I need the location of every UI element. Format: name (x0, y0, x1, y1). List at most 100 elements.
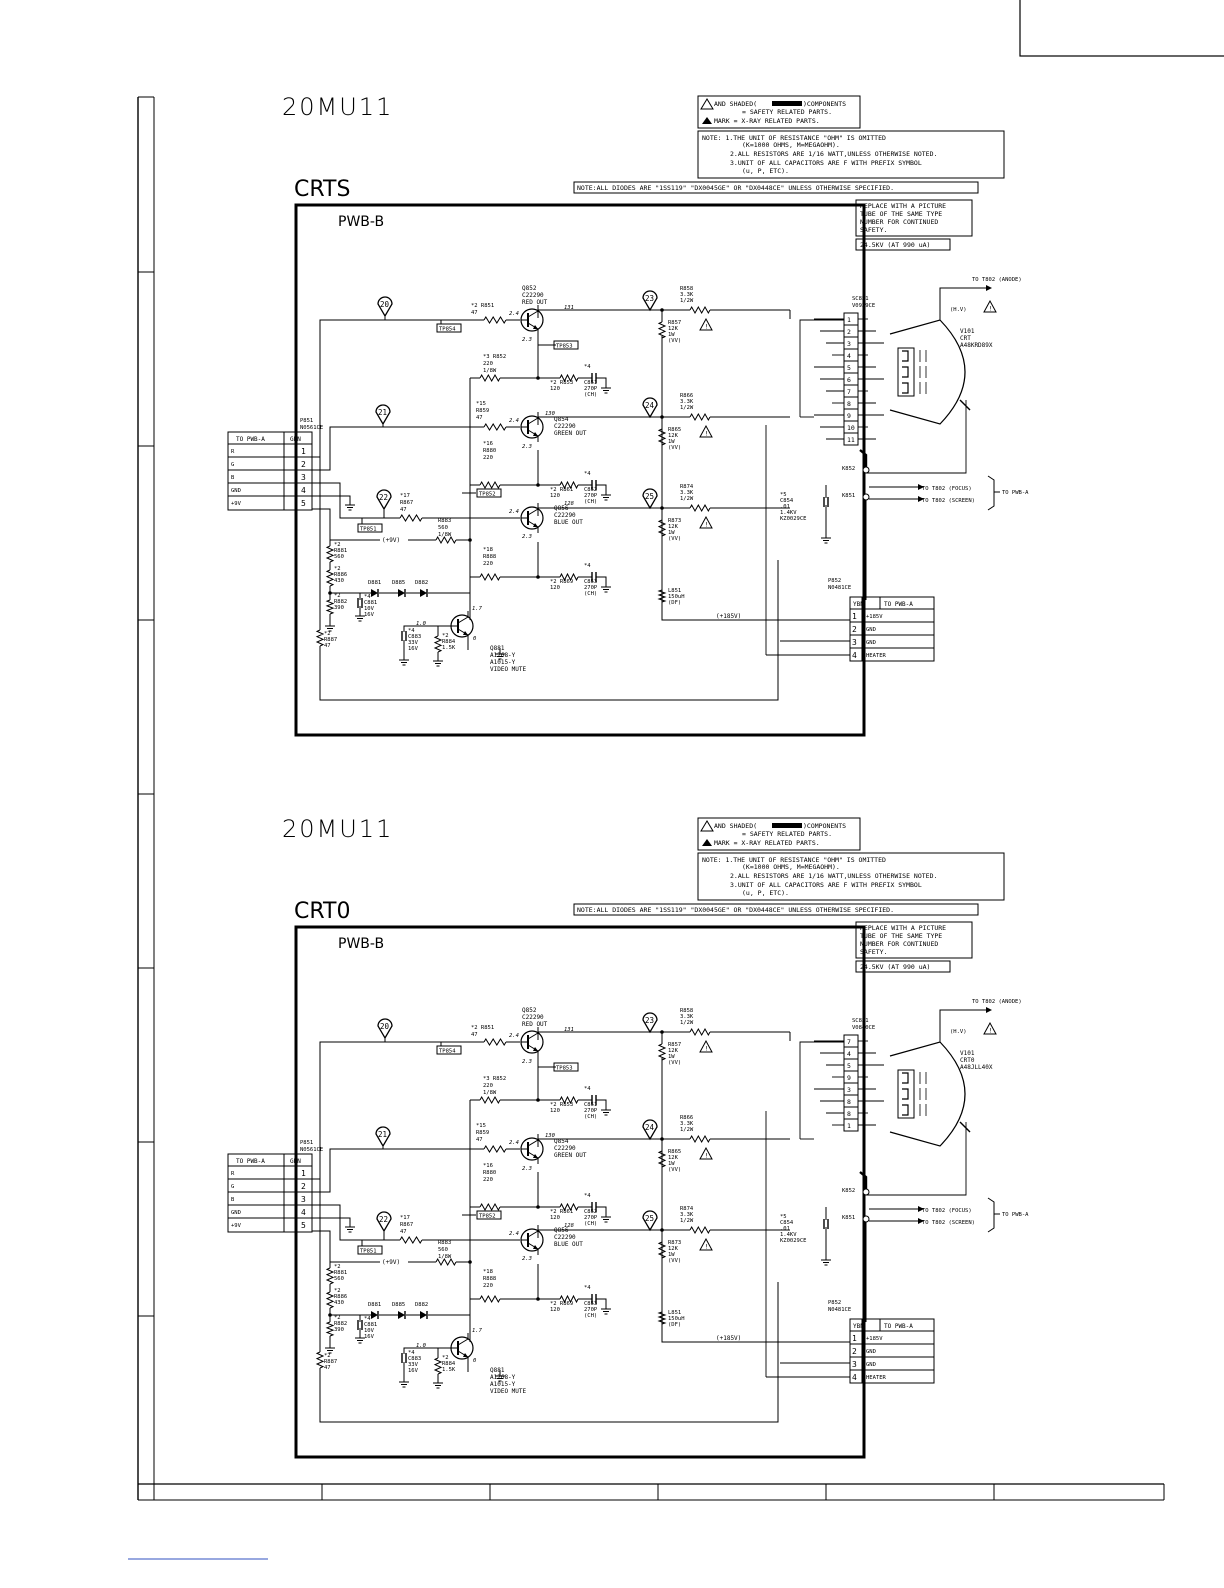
resistor-label: 12K (668, 326, 679, 332)
transistor-label: Q852 (522, 285, 537, 292)
crt-grid (959, 399, 971, 411)
inductor-label: L851 (668, 588, 681, 594)
arrow-icon (918, 484, 924, 490)
test-point-number: 22 (379, 1215, 388, 1224)
resistor-label: R888 (483, 1276, 496, 1282)
connector-signal: GND (866, 640, 876, 646)
connector-pin: 3 (852, 1360, 857, 1369)
capacitor-label: .01 (780, 504, 790, 510)
resistor-label: *17 (400, 1215, 410, 1221)
resistor-r853 (559, 373, 579, 383)
resistor-r887 (315, 1351, 325, 1369)
safety-note-text: MARK = X-RAY RELATED PARTS. (714, 117, 820, 125)
arrow-icon (918, 1206, 924, 1212)
connector-pin: 4 (852, 651, 857, 660)
resistor-label: (VV) (668, 445, 681, 451)
note-text: NOTE: 1.THE UNIT OF RESISTANCE "OHM" IS … (702, 134, 886, 142)
connector-ref: N0561CE (300, 425, 323, 431)
capacitor-label: (CH) (584, 1114, 597, 1120)
resistor-label: 1/2W (680, 1127, 694, 1133)
board-outline (294, 925, 866, 1459)
note-text: 2.ALL RESISTORS ARE 1/16 WATT,UNLESS OTH… (730, 872, 937, 880)
safety-note-text: AND SHADED( (714, 100, 757, 108)
warning-mark: ! (705, 522, 709, 529)
resistor-label: 47 (471, 310, 478, 316)
capacitor-label: *4 (408, 628, 415, 634)
connector-signal: G (231, 462, 234, 468)
replace-note-text: TUBE OF THE SAME TYPE (860, 210, 942, 218)
wire (403, 1347, 418, 1354)
connector-signal: +9V (231, 501, 242, 507)
socket-pin: 8 (847, 400, 851, 408)
resistor-label: 390 (334, 605, 344, 611)
transistor-arrow (533, 1047, 538, 1051)
wire (799, 319, 844, 417)
safety-note-text: = SAFETY RELATED PARTS. (742, 108, 832, 116)
replace-note-box (855, 199, 973, 237)
resistor-label: 1W (668, 332, 675, 338)
capacitor-label: C852 (584, 487, 597, 493)
wire (537, 309, 690, 318)
wire (312, 1204, 360, 1241)
capacitor-label: 1.4KV (780, 1232, 797, 1238)
resistor-label: 47 (400, 507, 407, 513)
socket-pin: 3 (847, 340, 851, 348)
resistor-label: 12K (668, 1048, 679, 1054)
resistor-label: 120 (550, 493, 560, 499)
connector-pin: 1 (852, 1334, 857, 1343)
connector-ref: N0481CE (828, 585, 851, 591)
voltage-label: 2.3 (522, 1256, 532, 1262)
resistor-label: *3 R852 (483, 354, 506, 360)
rail-label: (+185V) (716, 1335, 741, 1342)
capacitor-label: 270P (584, 1108, 598, 1114)
resistor-r874 (689, 503, 711, 513)
test-point-box (436, 323, 462, 333)
test-point-marker-icon (642, 1119, 658, 1141)
resistor-label: R883 (438, 1240, 451, 1246)
transistor-label: C22290 (554, 512, 576, 519)
test-point-marker-icon (377, 1018, 393, 1040)
resistor-label: *2 R861 (550, 487, 573, 493)
resistor-label: 3.3K (680, 1212, 694, 1218)
board-label: PWB-B (338, 936, 384, 952)
test-point-box (553, 1062, 579, 1072)
transistor-collector (457, 611, 469, 624)
wire (866, 400, 967, 474)
test-point-label: TP851 (360, 527, 377, 533)
resistor-r857 (657, 1043, 667, 1061)
voltage-label: 1.0 (416, 1343, 427, 1349)
socket-pin: 8 (847, 1098, 851, 1106)
transistor-label: C22290 (554, 1145, 576, 1152)
crt-tube (889, 1041, 966, 1147)
transistor-collector (527, 412, 539, 425)
test-point-label: TP853 (556, 344, 573, 350)
test-point-number: 24 (645, 1123, 655, 1132)
resistor-label: 1W (668, 1161, 675, 1167)
resistor-label: 120 (550, 1108, 560, 1114)
test-point-marker-icon (376, 489, 392, 511)
capacitor-label: 10V (364, 1328, 375, 1334)
connector-ref: K852 (842, 466, 855, 472)
resistor-label: *2 (442, 1355, 449, 1361)
transistor-label: C22290 (522, 292, 544, 299)
resistor-r884 (433, 1357, 443, 1375)
capacitor-label: *4 (408, 1350, 415, 1356)
resistor-label: *15 (476, 1123, 486, 1129)
wire (596, 377, 607, 382)
wire-destination: TO PWB-A (1002, 1212, 1029, 1218)
resistor-label: R880 (483, 1170, 496, 1176)
diode-label: D881 (368, 1302, 381, 1308)
resistor-label: 430 (334, 578, 344, 584)
warning-triangle-icon (699, 1039, 713, 1053)
resistor-label: 1.5K (442, 645, 456, 651)
connector-header: YBN (853, 1323, 864, 1330)
capacitor-label: 33V (408, 1362, 419, 1368)
diode-note-text: NOTE:ALL DIODES ARE "1SS119" "DX0045GE" … (577, 906, 894, 914)
transistor-label: Q881 (490, 645, 505, 652)
diode-symbol (371, 1311, 378, 1319)
resistor-label: 12K (668, 1155, 679, 1161)
diode-label: D885 (392, 580, 405, 586)
resistor-label: R881 (334, 1270, 347, 1276)
wire (312, 1041, 470, 1180)
connector-ref: K851 (842, 493, 855, 499)
